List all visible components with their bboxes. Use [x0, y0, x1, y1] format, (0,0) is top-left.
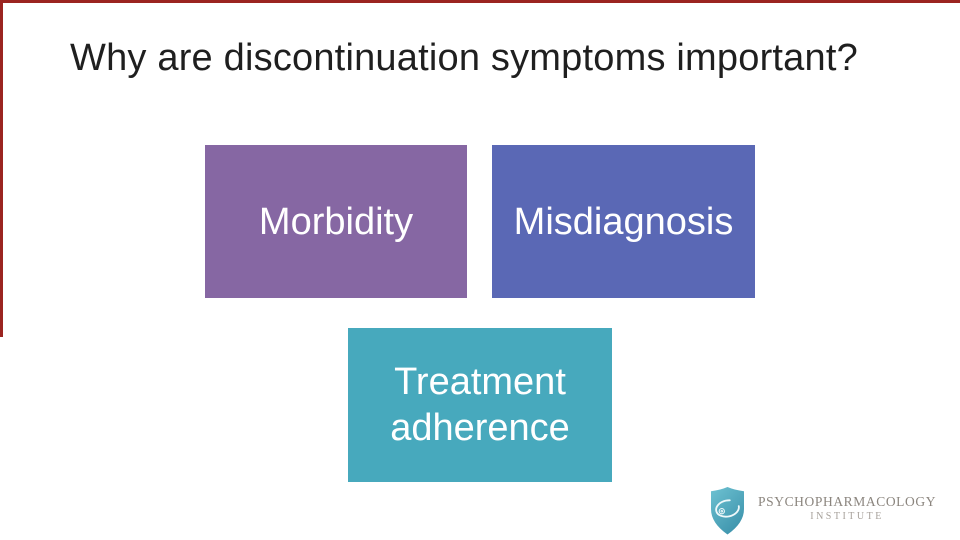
slide-accent-line-left — [0, 0, 3, 337]
diagram-box-morbidity: Morbidity — [205, 145, 467, 298]
diagram-box-label: Morbidity — [258, 200, 414, 243]
diagram-box-misdiagnosis: Misdiagnosis — [492, 145, 755, 298]
organization-subtitle: INSTITUTE — [810, 511, 884, 522]
diagram-box-label: Misdiagnosis — [513, 200, 734, 243]
slide-accent-line-top — [0, 0, 960, 3]
slide-title: Why are discontinuation symptoms importa… — [70, 37, 858, 79]
organization-name-block: PSYCHOPHARMACOLOGY INSTITUTE — [758, 487, 936, 523]
shield-swirl-icon — [711, 487, 744, 535]
organization-logo: PSYCHOPHARMACOLOGY INSTITUTE — [710, 487, 936, 535]
organization-name: PSYCHOPHARMACOLOGY — [758, 494, 937, 509]
diagram-box-treatment-adherence: Treatment adherence — [348, 328, 612, 482]
diagram-box-label: Treatment adherence — [390, 361, 570, 449]
